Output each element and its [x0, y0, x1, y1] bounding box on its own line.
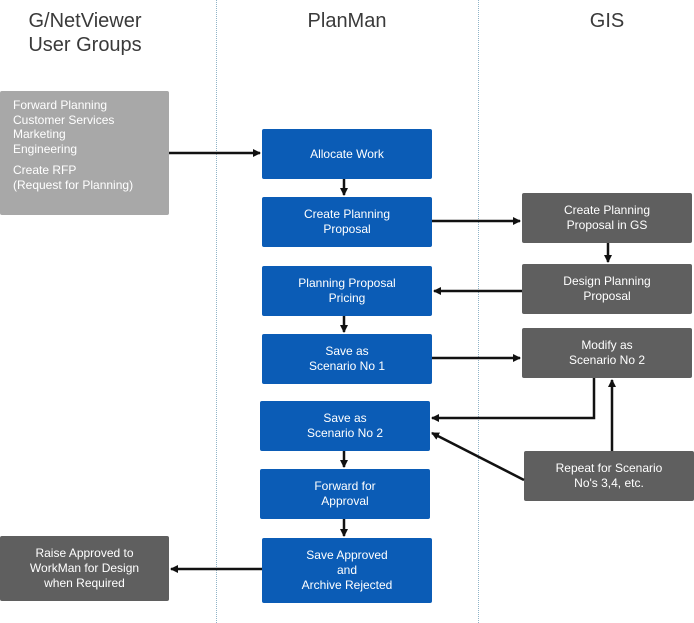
modify-scenario-2-label: Modify as Scenario No 2: [568, 338, 646, 367]
save-approved-box: Save Approved and Archive Rejected: [262, 538, 432, 603]
create-proposal-in-gs-box: Create Planning Proposal in GS: [522, 193, 692, 243]
forward-for-approval-label: Forward for Approval: [314, 479, 376, 508]
arrow-modify-to-save2: [431, 378, 596, 422]
planning-proposal-pricing-box: Planning Proposal Pricing: [262, 266, 432, 316]
save-scenario-1-label: Save as Scenario No 1: [308, 344, 386, 373]
design-planning-proposal-label: Design Planning Proposal: [563, 274, 651, 303]
save-scenario-2-label: Save as Scenario No 2: [306, 411, 384, 440]
arrow-repeat-to-save2: [431, 431, 525, 482]
create-rfp-label: Create RFP (Request for Planning): [13, 163, 134, 192]
column-title-planman: PlanMan: [307, 10, 387, 32]
allocate-work-box: Allocate Work: [262, 129, 432, 179]
forward-for-approval-box: Forward for Approval: [260, 469, 430, 519]
repeat-scenarios-label: Repeat for Scenario No's 3,4, etc.: [555, 461, 663, 490]
planning-proposal-pricing-label: Planning Proposal Pricing: [298, 276, 396, 305]
column-title-gis: GIS: [589, 10, 625, 32]
column-divider-left: [216, 0, 217, 623]
raise-approved-box: Raise Approved to WorkMan for Design whe…: [0, 536, 169, 601]
column-divider-right: [478, 0, 479, 623]
save-scenario-1-box: Save as Scenario No 1: [262, 334, 432, 384]
create-proposal-in-gs-label: Create Planning Proposal in GS: [563, 203, 651, 232]
column-title-user-groups: G/NetViewer User Groups: [28, 10, 142, 56]
save-scenario-2-box: Save as Scenario No 2: [260, 401, 430, 451]
user-groups-box: Forward Planning Customer Services Marke…: [0, 91, 169, 215]
create-planning-proposal-box: Create Planning Proposal: [262, 197, 432, 247]
modify-scenario-2-box: Modify as Scenario No 2: [522, 328, 692, 378]
design-planning-proposal-box: Design Planning Proposal: [522, 264, 692, 314]
create-planning-proposal-label: Create Planning Proposal: [303, 207, 391, 236]
raise-approved-label: Raise Approved to WorkMan for Design whe…: [29, 546, 140, 590]
save-approved-label: Save Approved and Archive Rejected: [301, 548, 393, 592]
repeat-scenarios-box: Repeat for Scenario No's 3,4, etc.: [524, 451, 694, 501]
user-groups-list: Forward Planning Customer Services Marke…: [13, 98, 115, 156]
allocate-work-label: Allocate Work: [310, 146, 384, 161]
